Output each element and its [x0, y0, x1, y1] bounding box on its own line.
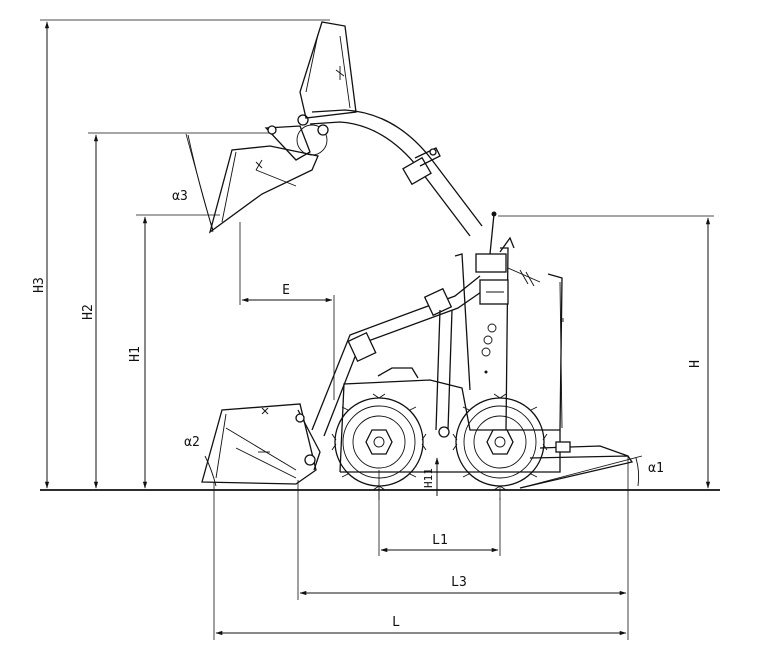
label-e: E	[282, 283, 290, 298]
label-l3: L3	[451, 575, 467, 590]
dimension-e: E	[239, 222, 335, 400]
label-h1: H1	[128, 346, 143, 362]
label-a3: α3	[172, 189, 188, 204]
label-h3: H3	[32, 277, 47, 293]
rear-wheel	[452, 393, 548, 491]
dimension-h1: H1	[128, 214, 220, 489]
label-l1: L1	[432, 533, 448, 548]
angle-a3: α3	[172, 133, 214, 233]
dimension-h2: H2	[81, 132, 270, 489]
dimension-h3: H3	[32, 19, 330, 489]
label-h: H	[688, 360, 703, 368]
dimension-l3: L3	[297, 480, 627, 600]
label-l: L	[392, 615, 400, 630]
label-a1: α1	[648, 461, 664, 476]
dimension-h: H	[498, 215, 714, 489]
raised-bucket	[208, 21, 357, 234]
lowered-bucket	[201, 403, 321, 485]
label-h2: H2	[81, 304, 96, 320]
dimension-ground-clearance: H11	[422, 457, 440, 496]
raised-boom	[296, 109, 483, 237]
dimension-l: L	[213, 456, 629, 640]
angle-a2: α2	[184, 435, 217, 487]
dimension-l1: L1	[378, 470, 501, 556]
label-ground-clearance: H11	[422, 468, 435, 488]
label-a2: α2	[184, 435, 200, 450]
front-wheel	[331, 393, 427, 491]
machine-body	[339, 211, 634, 489]
lowered-boom	[311, 275, 485, 438]
